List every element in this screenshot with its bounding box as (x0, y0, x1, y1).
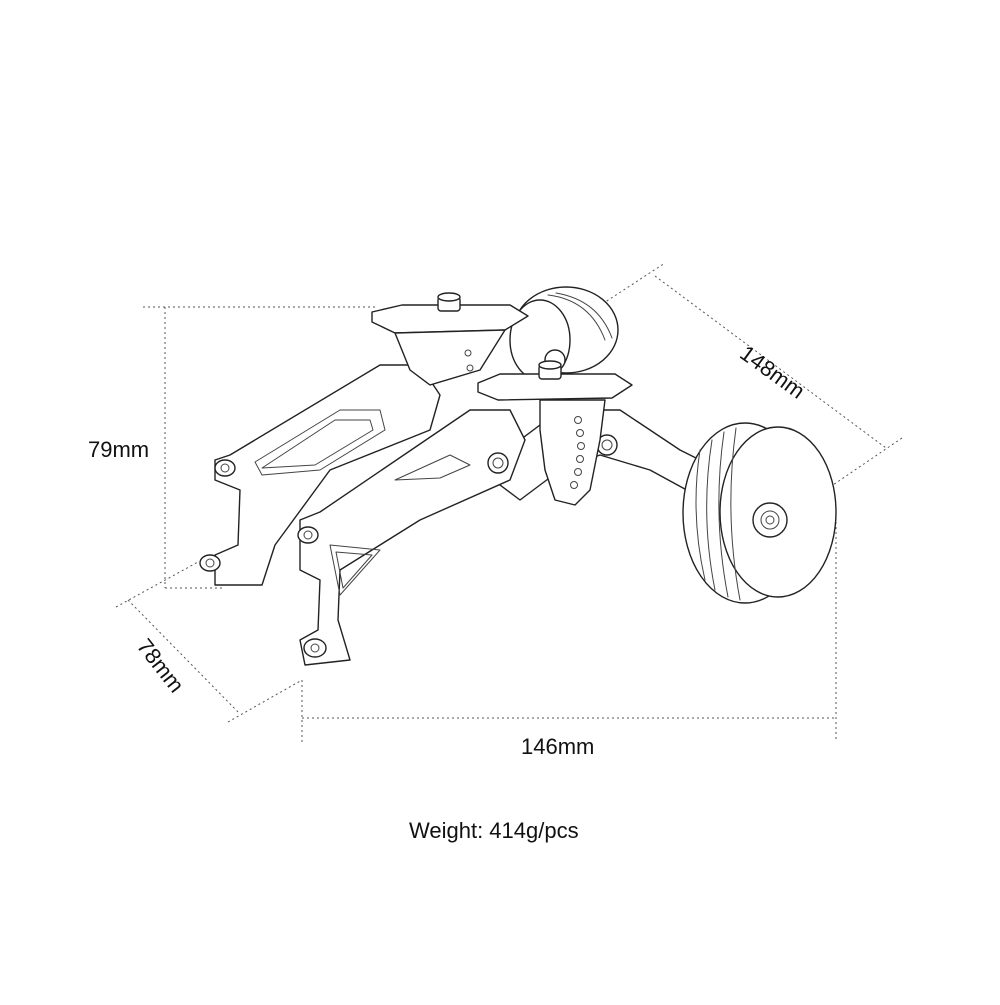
dimension-lines (115, 262, 903, 742)
front-side-plate (297, 409, 526, 666)
weight-text: Weight: 414g/pcs (409, 818, 579, 843)
front-bracket (477, 360, 633, 506)
rear-wheel (509, 286, 619, 381)
front-wheel (682, 422, 837, 604)
left-side-plate (199, 364, 441, 586)
width-dimension-label: 146mm (521, 734, 595, 759)
height-dimension-label: 79mm (88, 437, 150, 462)
upper-bracket (371, 292, 529, 386)
